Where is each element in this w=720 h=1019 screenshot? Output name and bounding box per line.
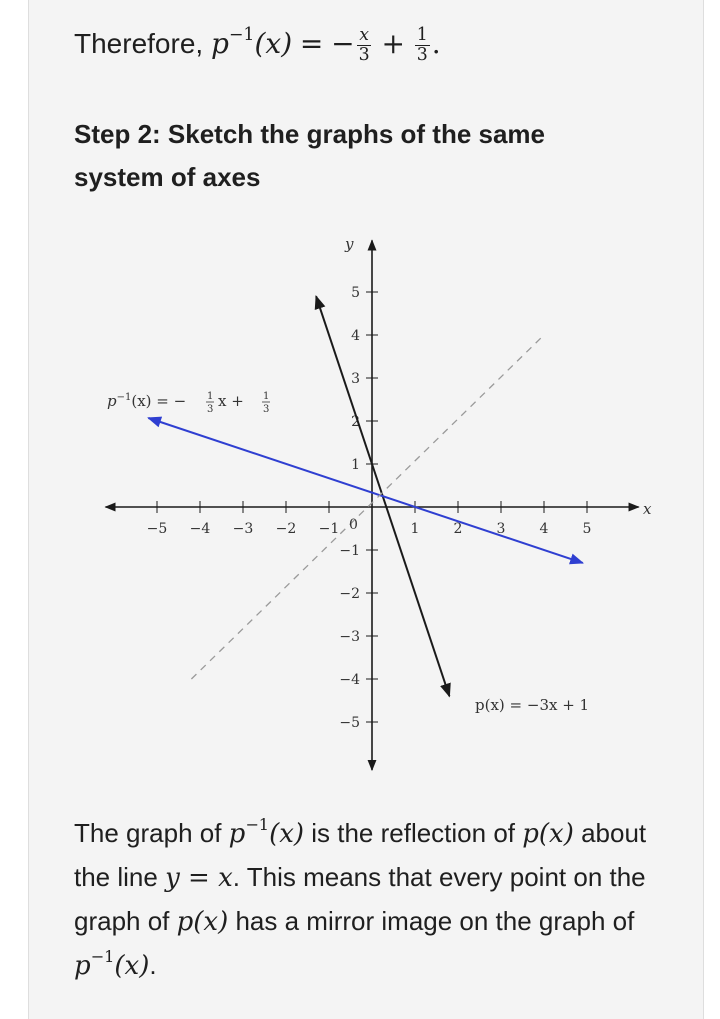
result-sup: −1 [228, 24, 255, 45]
svg-text:1: 1 [263, 391, 269, 402]
p-function-label: p(x) = −3x + 1 [475, 696, 589, 714]
x-tick-label: 2 [454, 521, 463, 537]
x-tick-label: −2 [276, 521, 297, 537]
y-tick-label: 3 [351, 371, 360, 387]
result-prefix: Therefore, [74, 28, 211, 59]
x-tick-label: −3 [233, 521, 254, 537]
y-tick-label: 5 [351, 285, 360, 301]
result-minus: − [331, 27, 355, 60]
series-line-1 [147, 416, 585, 565]
step2-heading: Step 2: Sketch the graphs of the same sy… [74, 119, 546, 192]
x-axis-label: x [643, 500, 652, 518]
x-tick-label: −1 [319, 521, 340, 537]
result-arg: (x) [254, 27, 293, 60]
y-tick-label: 4 [351, 328, 360, 344]
y-tick-label: −3 [339, 629, 360, 645]
x-tick-label: 1 [411, 521, 420, 537]
reflection-paragraph: The graph of p−1(x) is the reflection of… [74, 814, 647, 981]
x-tick-label: −5 [147, 521, 168, 537]
pinv-function-label: p−1(x) = − 1 3 x + 1 3 [107, 391, 270, 415]
x-tick-label: 4 [540, 521, 549, 537]
x-tick-label: 5 [583, 521, 592, 537]
y-axis-label: y [344, 235, 354, 253]
svg-text:p−1(x) = −: p−1(x) = − [107, 392, 186, 410]
y-tick-label: −5 [339, 715, 360, 731]
y-tick-label: −1 [339, 543, 360, 559]
result-fn: p [210, 27, 229, 60]
series-line-2 [190, 334, 545, 680]
result-plus: + [381, 27, 405, 60]
result-eq: = [299, 27, 324, 60]
labels-group: x y 0 p(x) = −3x + 1 p−1(x) = − 1 3 x + … [107, 235, 652, 714]
origin-label: 0 [349, 517, 358, 533]
svg-text:3: 3 [207, 404, 213, 415]
y-tick-label: −4 [339, 672, 360, 688]
svg-text:x +: x + [218, 392, 244, 410]
y-tick-label: 1 [351, 457, 360, 473]
svg-text:1: 1 [207, 391, 213, 402]
y-tick-label: −2 [339, 586, 360, 602]
x-tick-label: −4 [190, 521, 211, 537]
svg-text:3: 3 [263, 404, 269, 415]
series-group [147, 294, 585, 698]
